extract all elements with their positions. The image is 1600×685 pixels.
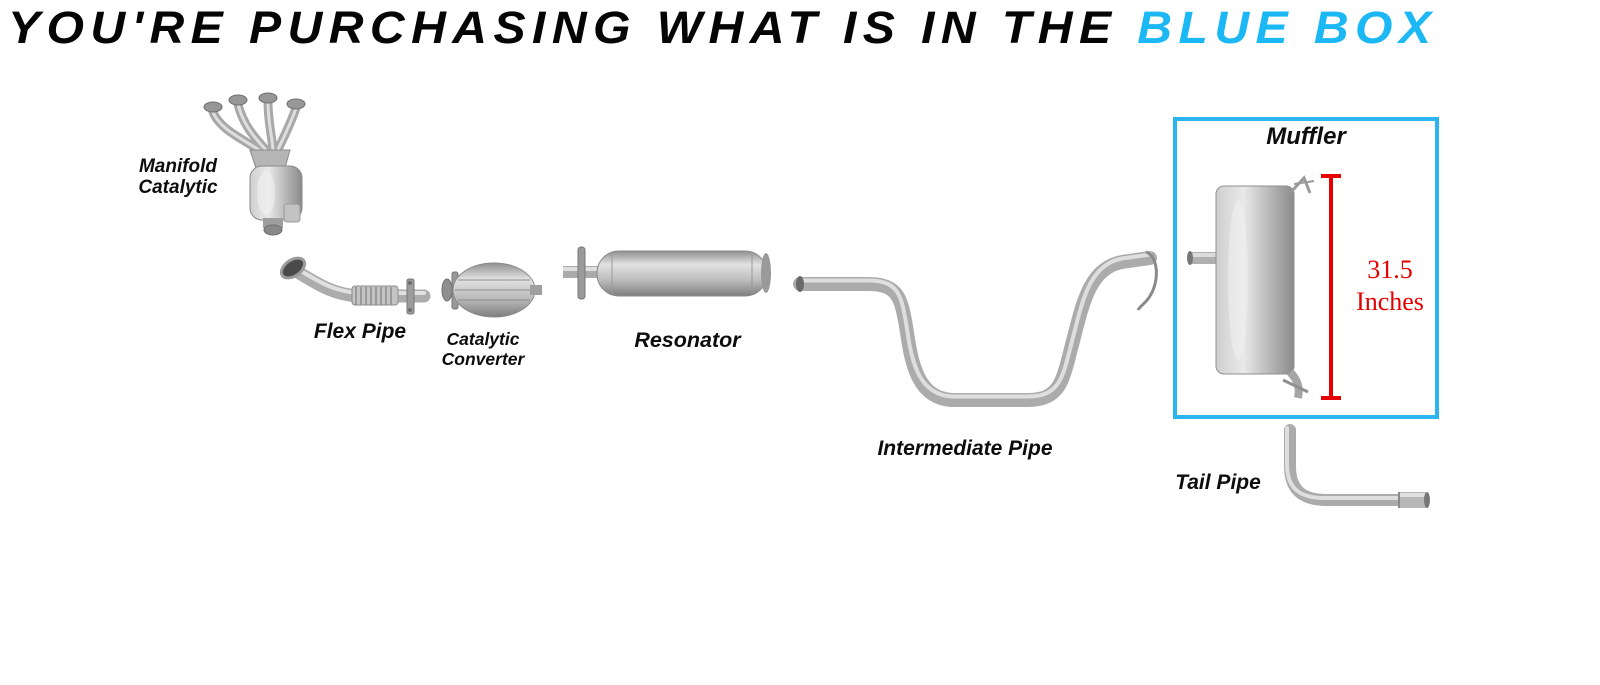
measurement-value: 31.5 bbox=[1367, 255, 1413, 284]
flex-pipe-image bbox=[279, 256, 431, 315]
measurement-line bbox=[1321, 174, 1341, 400]
measurement-text: 31.5 Inches bbox=[1344, 254, 1436, 318]
catalytic-converter-label-line1: Catalytic bbox=[446, 329, 520, 349]
page-title: YOU'RE PURCHASING WHAT IS IN THE BLUE BO… bbox=[8, 0, 1437, 56]
manifold-catalytic-image bbox=[203, 92, 306, 236]
resonator-image bbox=[563, 246, 771, 300]
muffler-label: Muffler bbox=[1266, 123, 1346, 150]
manifold-label-line2: Catalytic bbox=[138, 177, 218, 199]
measurement-unit: Inches bbox=[1356, 287, 1424, 316]
muffler-image bbox=[1187, 175, 1315, 399]
manifold-catalytic-label: Manifold Catalytic bbox=[118, 156, 238, 199]
intermediate-pipe-image bbox=[793, 250, 1158, 407]
manifold-label-line1: Manifold bbox=[138, 156, 218, 177]
intermediate-pipe-label: Intermediate Pipe bbox=[877, 437, 1053, 460]
resonator-label: Resonator bbox=[634, 328, 741, 352]
catalytic-converter-label: Catalytic Converter bbox=[428, 329, 538, 369]
catalytic-converter-label-line2: Converter bbox=[441, 348, 525, 369]
blue-box bbox=[1173, 117, 1439, 419]
catalytic-converter-image bbox=[441, 262, 542, 318]
page-title-highlight: BLUE BOX bbox=[1137, 2, 1438, 53]
tail-pipe-image bbox=[1284, 424, 1430, 508]
tail-pipe-label: Tail Pipe bbox=[1175, 471, 1261, 494]
page-title-black: YOU'RE PURCHASING WHAT IS IN THE bbox=[8, 2, 1118, 53]
flex-pipe-label: Flex Pipe bbox=[313, 320, 407, 343]
